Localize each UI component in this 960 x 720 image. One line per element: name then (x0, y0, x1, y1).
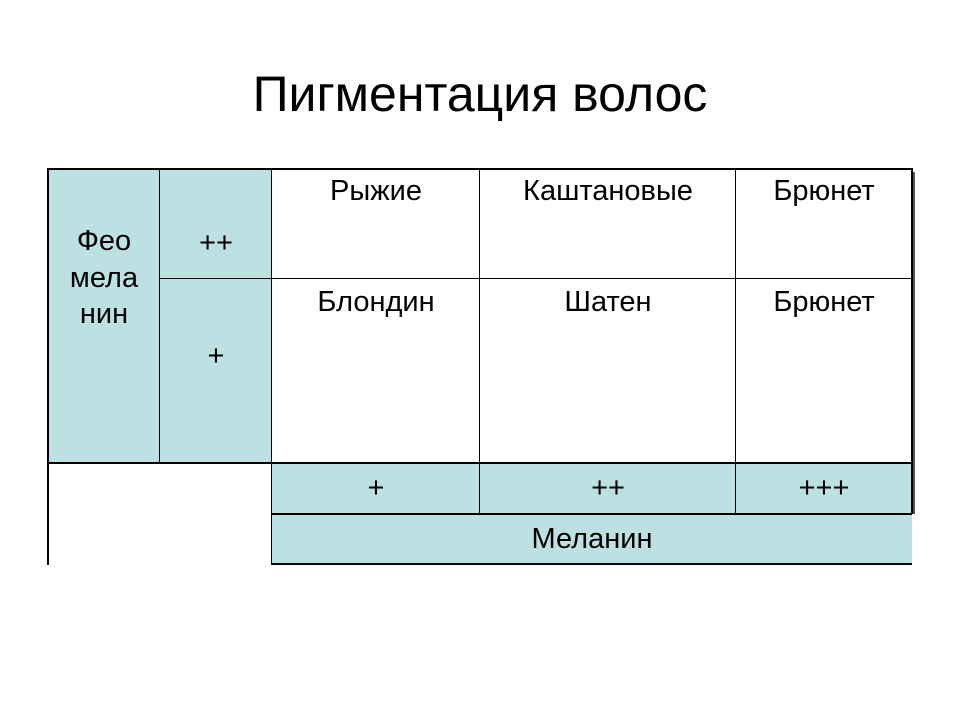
border-col-2 (271, 168, 272, 565)
melanin-level-mid: ++ (480, 463, 736, 514)
cell-brunette-hair-1: Брюнет (773, 175, 875, 207)
border-levels-bottom (272, 513, 912, 515)
border-left (47, 168, 49, 565)
border-top (48, 168, 912, 170)
border-row-divider (160, 278, 912, 279)
table-shadow-right (913, 172, 915, 514)
pheomelanin-label: Фео мела нин (69, 225, 139, 331)
border-data-bottom (48, 462, 912, 464)
border-col-3 (479, 168, 480, 514)
cell-red-hair: Рыжие (330, 175, 422, 207)
melanin-level-high: +++ (736, 463, 912, 514)
cell-brunette-hair-2: Брюнет (773, 286, 875, 318)
border-col-4 (735, 168, 736, 514)
cell-chestnut-hair: Каштановые (523, 175, 693, 207)
pheomelanin-level-low: + (160, 279, 272, 463)
melanin-label-cell: Меланин (272, 514, 912, 564)
border-right (911, 168, 913, 514)
pheomelanin-label-cell: Фео мела нин (48, 168, 160, 463)
cell-light-brown-hair: Шатен (564, 286, 652, 318)
border-col-1 (159, 168, 160, 463)
melanin-level-low: + (272, 463, 480, 514)
cell-blond-hair: Блондин (317, 286, 435, 318)
pheomelanin-level-high: ++ (160, 168, 272, 279)
border-bottom (272, 563, 912, 565)
melanin-label: Меланин (531, 523, 653, 555)
slide-title: Пигментация волос (252, 66, 708, 122)
